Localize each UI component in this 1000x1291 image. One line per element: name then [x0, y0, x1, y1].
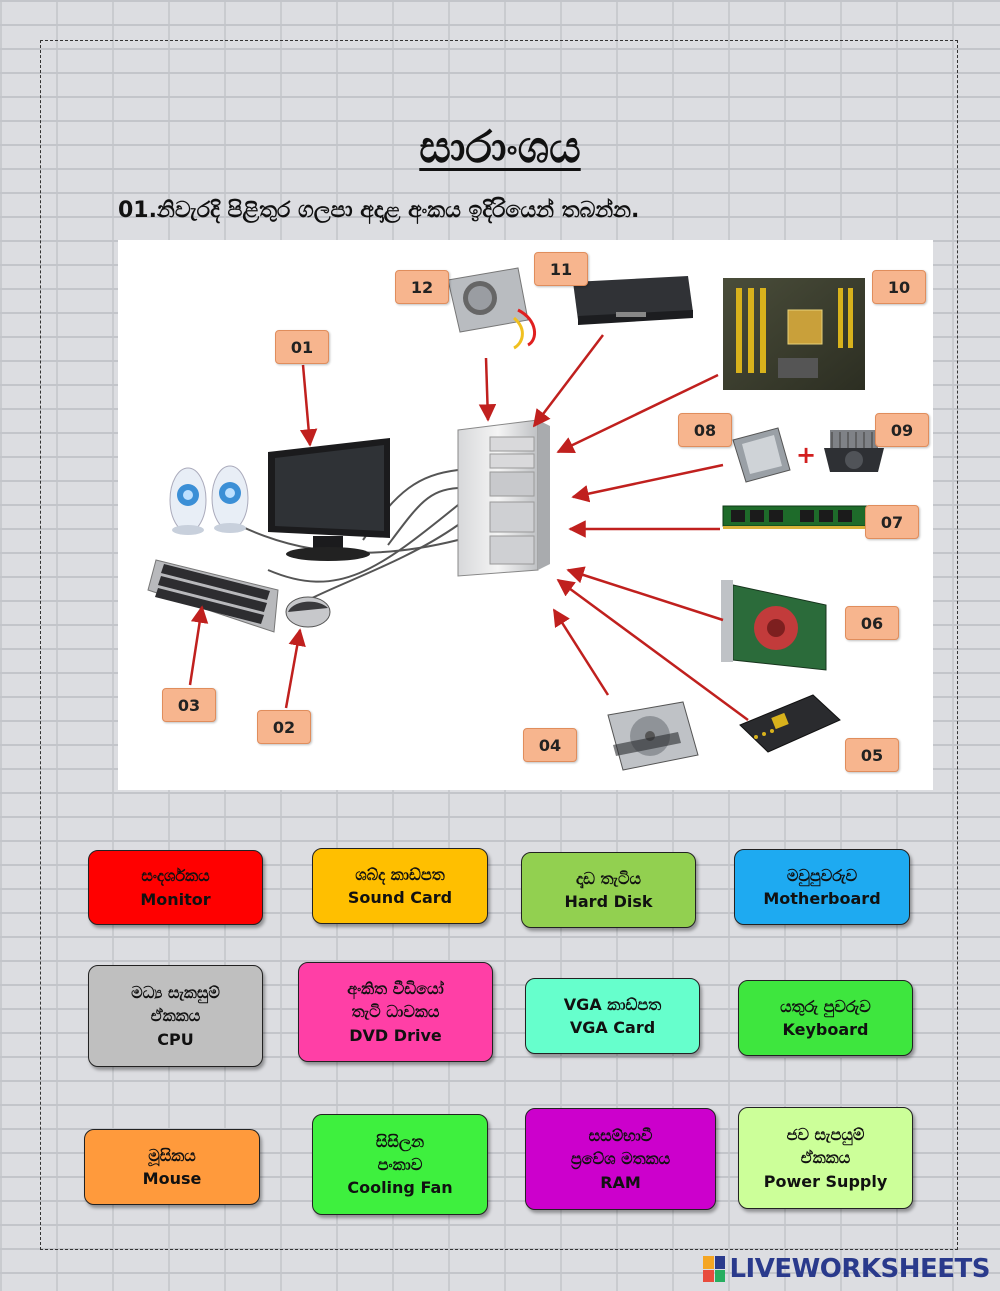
power-supply-illustration — [447, 267, 537, 350]
cooling-fan-illustration — [824, 430, 884, 472]
ram-illustration — [722, 505, 869, 529]
card-sinhala-label: මූසිකය — [148, 1145, 196, 1165]
number-label-12: 12 — [395, 270, 449, 304]
cpu-illustration — [732, 427, 791, 483]
card-sinhala-label: යතුරු පුවරුව — [780, 996, 871, 1016]
number-label-08: 08 — [678, 413, 732, 447]
card-sinhala-label-line2: පංකාව — [377, 1154, 423, 1174]
card-english-label: Sound Card — [347, 888, 453, 907]
answer-card-mouse[interactable]: මූසිකය Mouse — [84, 1129, 260, 1205]
motherboard-illustration — [723, 278, 865, 390]
brand-name: LIVEWORKSHEETS — [729, 1254, 990, 1284]
sound-card-illustration — [739, 694, 841, 753]
card-sinhala-label: ශබ්ද කාඩ්පත — [355, 864, 445, 884]
answer-card-sound-card[interactable]: ශබ්ද කාඩ්පත Sound Card — [312, 848, 488, 924]
number-label-05: 05 — [845, 738, 899, 772]
number-label-11: 11 — [534, 252, 588, 286]
number-label-04: 04 — [523, 728, 577, 762]
card-english-label: Cooling Fan — [347, 1178, 453, 1198]
number-label-10: 10 — [872, 270, 926, 304]
card-english-label: Power Supply — [763, 1171, 888, 1191]
plus-sign: + — [796, 441, 816, 469]
card-english-label: Hard Disk — [564, 892, 653, 911]
liveworksheets-logo: LIVEWORKSHEETS — [703, 1254, 990, 1284]
answer-card-monitor[interactable]: සංදර්ශකය Monitor — [88, 850, 263, 925]
answer-card-ram[interactable]: සසම්භාවී ප්‍රවේශ මතකය RAM — [525, 1108, 716, 1210]
number-label-07: 07 — [865, 505, 919, 539]
liveworksheets-logo-icon — [703, 1256, 726, 1282]
hard-disk-illustration — [607, 701, 699, 771]
answer-card-power-supply[interactable]: ජව සැපයුම් ඒකකය Power Supply — [738, 1107, 913, 1209]
number-label-06: 06 — [845, 606, 899, 640]
speakers-illustration — [169, 465, 249, 535]
answer-card-hard-disk[interactable]: දෘඩ තැටිය Hard Disk — [521, 852, 696, 928]
page-frame — [40, 40, 958, 1250]
card-english-label: Keyboard — [782, 1020, 869, 1039]
card-sinhala-label-line2: ඒකකය — [800, 1148, 851, 1168]
keyboard-illustration — [147, 559, 279, 633]
answer-card-keyboard[interactable]: යතුරු පුවරුව Keyboard — [738, 980, 913, 1056]
answer-card-motherboard[interactable]: මවුපුවරුව Motherboard — [734, 849, 910, 925]
card-sinhala-label-line1: මධ්‍ය සැකසුම් — [131, 983, 220, 1003]
card-english-label: DVD Drive — [349, 1025, 442, 1045]
answer-card-cpu[interactable]: මධ්‍ය සැකසුම් ඒකකය CPU — [88, 965, 263, 1067]
mouse-illustration — [285, 596, 331, 628]
answer-card-vga-card[interactable]: VGA කාඩ්පත VGA Card — [525, 978, 700, 1054]
card-sinhala-label-line2: ප්‍රවේශ මතකය — [570, 1149, 671, 1169]
card-english-label: VGA Card — [569, 1018, 656, 1037]
card-english-label: RAM — [600, 1172, 641, 1192]
number-label-03: 03 — [162, 688, 216, 722]
computer-parts-diagram: + — [118, 240, 933, 790]
instruction-text: 01.නිවැරදි පිළිතුර ගලපා අදාළ අංකය ඉදිරිය… — [118, 198, 640, 223]
diagram-illustration: + — [147, 267, 884, 771]
card-sinhala-label-line2: තැටි ධාවකය — [351, 1002, 440, 1022]
card-sinhala-label-line2: ඒකකය — [150, 1006, 201, 1026]
card-english-label: Mouse — [142, 1169, 202, 1188]
card-english-label: CPU — [157, 1029, 194, 1049]
answer-card-dvd-drive[interactable]: අංකිත වීඩියෝ තැටි ධාවකය DVD Drive — [298, 962, 493, 1062]
dvd-drive-illustration — [573, 276, 693, 325]
number-label-01: 01 — [275, 330, 329, 364]
card-sinhala-label-line1: ජව සැපයුම් — [786, 1125, 865, 1145]
card-sinhala-label: මවුපුවරුව — [786, 865, 858, 885]
vga-card-illustration — [721, 580, 827, 671]
card-sinhala-label: සංදර්ශකය — [141, 866, 210, 886]
page-title: සාරාංශය — [419, 122, 581, 173]
monitor-illustration — [268, 438, 390, 561]
card-sinhala-label-line1: අංකිත වීඩියෝ — [347, 979, 444, 999]
card-sinhala-label-line1: සිසිලන — [375, 1131, 425, 1151]
answer-card-cooling-fan[interactable]: සිසිලන පංකාව Cooling Fan — [312, 1114, 488, 1215]
number-label-09: 09 — [875, 413, 929, 447]
card-sinhala-label: දෘඩ තැටිය — [576, 868, 641, 888]
card-english-label: Motherboard — [763, 889, 881, 908]
card-english-label: Monitor — [140, 889, 211, 909]
card-sinhala-label-line1: සසම්භාවී — [588, 1126, 653, 1146]
card-sinhala-label: VGA කාඩ්පත — [563, 994, 662, 1014]
number-label-02: 02 — [257, 710, 311, 744]
system-unit-illustration — [457, 419, 550, 577]
